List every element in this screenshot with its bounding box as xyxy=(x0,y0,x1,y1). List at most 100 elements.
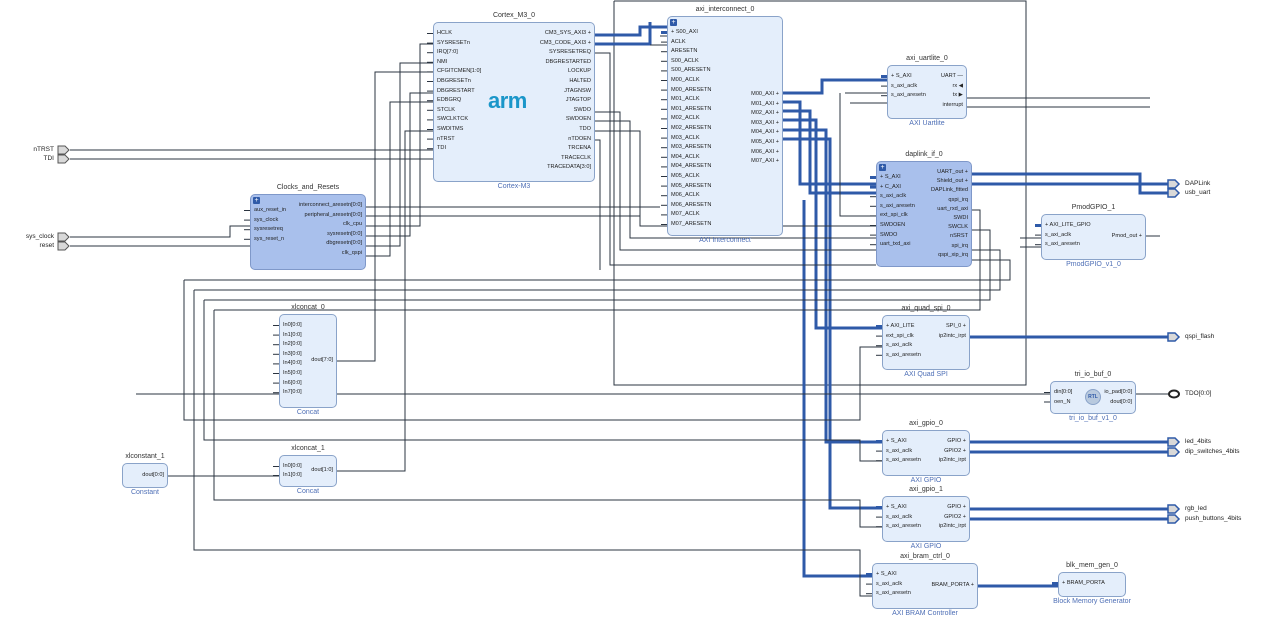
input-pin[interactable]: In1[0:0] xyxy=(283,472,302,478)
input-pin[interactable]: M05_ARESETN xyxy=(671,182,712,189)
output-pin[interactable]: M01_AXI + xyxy=(751,100,779,107)
output-port-label[interactable]: qspi_flash xyxy=(1185,333,1215,340)
output-pin[interactable]: qspi_xip_irq xyxy=(938,251,968,258)
output-port-label[interactable]: led_4bits xyxy=(1185,438,1212,445)
output-pin[interactable]: SWCLK xyxy=(948,224,968,231)
input-pin[interactable]: s_axi_aclk xyxy=(886,513,913,520)
input-pin[interactable]: NMI xyxy=(437,58,448,65)
output-pin[interactable]: Shield_out + xyxy=(936,178,968,185)
input-pin[interactable]: In5[0:0] xyxy=(283,370,302,376)
net-wire[interactable] xyxy=(214,209,981,311)
output-pin[interactable]: tx ▶ xyxy=(952,92,963,99)
input-pin[interactable]: s_axi_aclk xyxy=(880,193,907,200)
input-pin[interactable]: s_axi_aresetn xyxy=(886,351,921,358)
ip-block-clocks[interactable] xyxy=(250,194,366,270)
output-pin[interactable]: DBGRESTARTED xyxy=(545,58,591,65)
output-port-label[interactable]: usb_uart xyxy=(1185,189,1211,196)
m00-axi-bus[interactable] xyxy=(783,78,887,95)
input-pin[interactable]: TDI xyxy=(437,145,447,152)
net-wire[interactable] xyxy=(366,62,433,247)
input-pin[interactable]: sys_reset_n xyxy=(254,235,285,242)
input-pin[interactable]: + BRAM_PORTA xyxy=(1062,580,1105,586)
output-pin[interactable]: M02_AXI + xyxy=(751,110,779,117)
input-pin[interactable]: s_axi_aresetn xyxy=(886,523,921,530)
input-pin[interactable]: M03_ACLK xyxy=(671,134,700,141)
net-wire[interactable] xyxy=(366,92,433,237)
output-port-label[interactable]: rgb_led xyxy=(1185,505,1207,512)
input-pin[interactable]: M01_ARESETN xyxy=(671,105,712,112)
input-pin[interactable]: S00_ACLK xyxy=(671,57,699,64)
expand-icon[interactable]: + xyxy=(879,164,886,171)
input-pin[interactable]: SWDOEN xyxy=(880,222,906,228)
net-wire[interactable] xyxy=(184,259,1011,281)
input-pin[interactable]: SWDITMS xyxy=(437,126,464,132)
input-pin[interactable]: M02_ACLK xyxy=(671,115,700,122)
input-pin[interactable]: M04_ACLK xyxy=(671,153,700,160)
output-pin[interactable]: clk_cpu xyxy=(343,221,362,228)
input-pin[interactable]: s_axi_aresetn xyxy=(876,590,911,597)
input-pin[interactable]: M02_ARESETN xyxy=(671,125,712,131)
output-pin[interactable]: BRAM_PORTA + xyxy=(931,582,974,588)
output-pin[interactable]: GPIO + xyxy=(947,438,966,444)
input-pin[interactable]: In3[0:0] xyxy=(283,350,302,357)
input-pin[interactable]: din[0:0] xyxy=(1054,389,1073,395)
input-pin[interactable]: nTRST xyxy=(437,135,455,142)
output-pin[interactable]: ip2intc_irpt xyxy=(938,457,966,464)
input-port-icon[interactable] xyxy=(57,154,70,164)
input-pin[interactable]: DBGRESTART xyxy=(437,87,475,94)
output-port-label[interactable]: DAPLink xyxy=(1185,180,1211,187)
input-pin[interactable]: uart_txd_axi xyxy=(880,241,911,248)
ip-block-xlconcat1[interactable] xyxy=(279,455,337,487)
output-pin[interactable]: uart_rxd_axi xyxy=(937,205,968,212)
net-wire[interactable] xyxy=(595,52,876,266)
output-pin[interactable]: io_pad[0:0] xyxy=(1104,389,1132,395)
net-wire[interactable] xyxy=(366,101,433,257)
input-pin[interactable]: + S_AXI xyxy=(886,438,907,444)
input-pin[interactable]: In1[0:0] xyxy=(283,331,302,338)
input-pin[interactable]: ext_spi_clk xyxy=(880,212,908,219)
input-pin[interactable]: SWDO xyxy=(880,231,898,238)
output-pin[interactable]: M04_AXI + xyxy=(751,129,779,136)
input-pin[interactable]: M03_ARESETN xyxy=(671,144,712,151)
input-pin[interactable]: M00_ARESETN xyxy=(671,86,712,93)
output-port-icon[interactable] xyxy=(1167,504,1181,514)
output-pin[interactable]: M00_AXI + xyxy=(751,91,779,97)
output-port-icon[interactable] xyxy=(1167,332,1181,342)
net-wire[interactable] xyxy=(595,111,876,251)
net-wire[interactable] xyxy=(337,130,433,472)
output-pin[interactable]: JTAGTOP xyxy=(565,97,591,104)
input-pin[interactable]: SYSRESETn xyxy=(437,39,470,46)
input-pin[interactable]: + AXI_LITE_GPIO xyxy=(1045,222,1091,228)
expand-icon[interactable]: + xyxy=(670,19,677,26)
ip-block-pmod[interactable] xyxy=(1041,214,1146,260)
output-pin[interactable]: SWDO xyxy=(573,106,591,113)
ip-block-gpio0[interactable] xyxy=(882,430,970,476)
m01-axi-bus[interactable] xyxy=(783,100,876,186)
output-port-label[interactable]: dip_switches_4bits xyxy=(1185,448,1240,455)
output-pin[interactable]: dout[0:0] xyxy=(142,471,164,478)
output-port-icon[interactable] xyxy=(1167,514,1181,524)
input-pin[interactable]: S00_ARESETN xyxy=(671,67,711,74)
input-pin[interactable]: s_axi_aresetn xyxy=(891,92,926,99)
ip-block-uart[interactable] xyxy=(887,65,967,119)
input-pin[interactable]: STCLK xyxy=(437,106,456,113)
output-pin[interactable]: dout[1:0] xyxy=(311,467,333,473)
output-pin[interactable]: TRACECLK xyxy=(561,154,591,161)
output-pin[interactable]: spi_irq xyxy=(951,242,968,249)
input-pin[interactable]: M06_ARESETN xyxy=(671,201,712,208)
output-pin[interactable]: dbgresetn[0:0] xyxy=(326,240,362,247)
output-pin[interactable]: SWDOEN xyxy=(565,116,591,123)
input-pin[interactable]: aux_reset_in xyxy=(254,207,287,213)
net-wire[interactable] xyxy=(366,43,433,227)
output-port-icon[interactable] xyxy=(1168,389,1180,399)
net-wire[interactable] xyxy=(203,300,882,462)
ip-block-blkmem[interactable] xyxy=(1058,572,1126,597)
net-wire[interactable] xyxy=(337,71,433,362)
ip-block-xlconcat0[interactable] xyxy=(279,314,337,408)
uart-out-bus[interactable] xyxy=(972,172,1168,186)
input-pin[interactable]: In0[0:0] xyxy=(283,463,302,469)
output-pin[interactable]: SPI_0 + xyxy=(945,323,966,329)
m02-axi-bus[interactable] xyxy=(783,109,876,195)
input-pin[interactable]: In4[0:0] xyxy=(283,360,302,367)
net-wire[interactable] xyxy=(194,249,1001,291)
